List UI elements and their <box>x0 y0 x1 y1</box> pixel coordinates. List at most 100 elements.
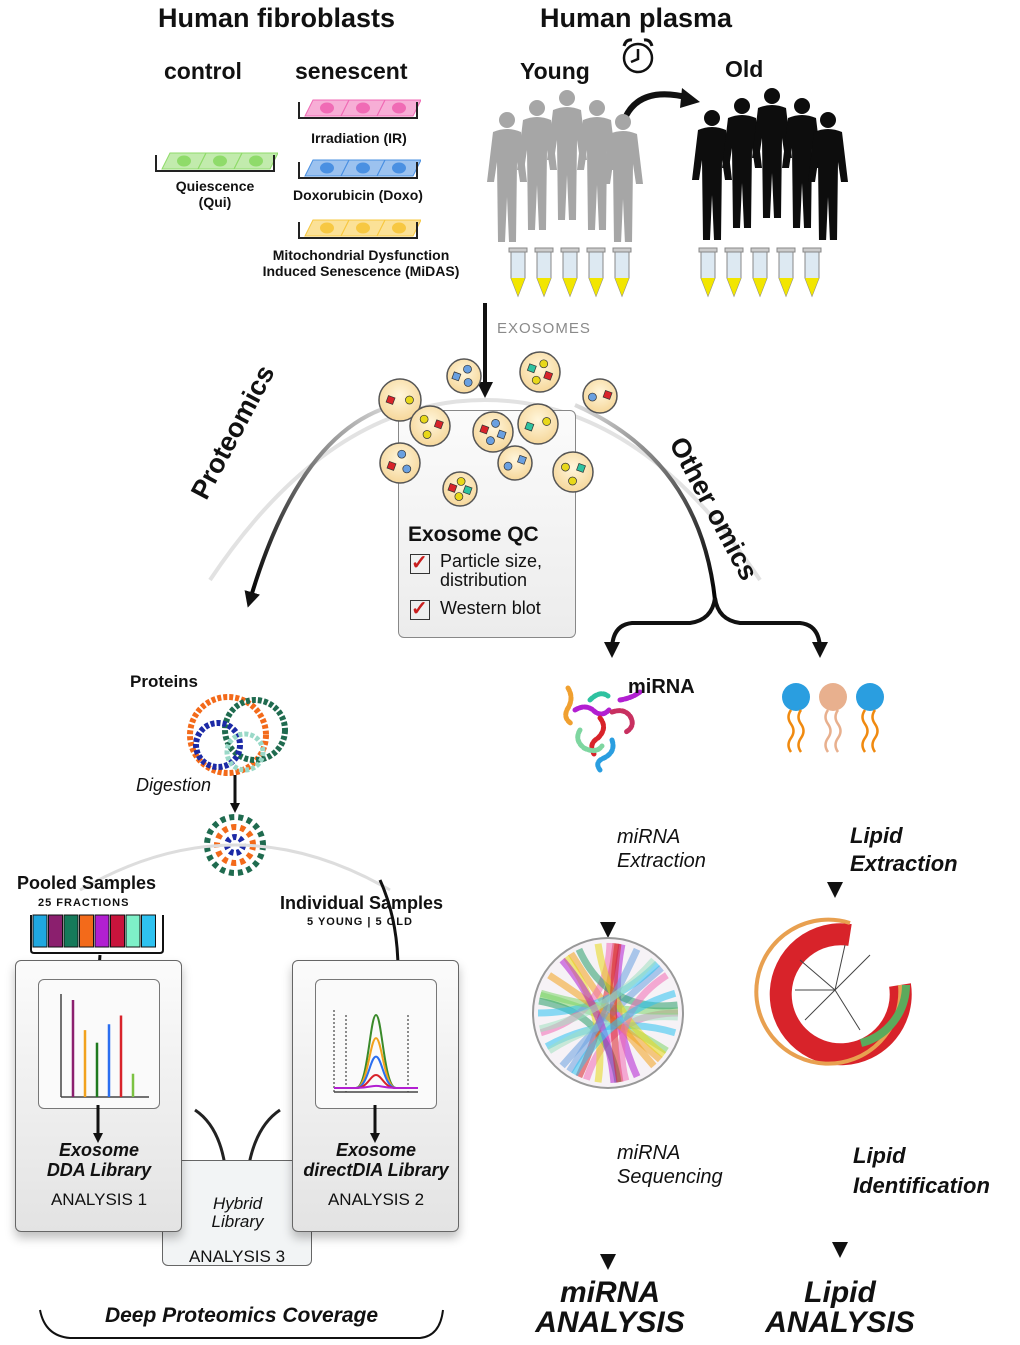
cargo-icon <box>531 375 541 385</box>
plasma-tube-icon <box>534 247 554 298</box>
chord-link <box>566 947 641 1074</box>
analysis-arrows <box>93 1105 380 1143</box>
chromatogram-peak <box>334 1084 418 1089</box>
person-silhouette-icon <box>782 98 822 228</box>
chromatogram-peak <box>334 1037 418 1089</box>
plasma-tube-icon <box>750 247 770 298</box>
lipid-icons <box>782 683 884 753</box>
exosome-particle-icon <box>517 403 559 445</box>
person-silhouette-icon <box>752 88 792 218</box>
control-label: control <box>164 58 242 84</box>
nucleus-icon <box>392 102 406 114</box>
culture-dish-icon <box>155 152 279 172</box>
nucleus-icon <box>356 102 370 114</box>
proteomics-arrow <box>244 403 396 608</box>
nucleus-icon <box>392 162 406 174</box>
individual-samples-title: Individual Samples <box>280 893 444 913</box>
cargo-icon <box>463 364 472 374</box>
cargo-icon <box>561 462 570 472</box>
dia-chromatogram-panel <box>315 979 437 1109</box>
fraction-tube-icon <box>141 914 156 948</box>
analysis-3-label: ANALYSIS 3 <box>188 1247 286 1266</box>
cargo-icon <box>568 476 577 486</box>
cargo-icon <box>447 482 458 493</box>
person-silhouette-icon <box>603 114 643 242</box>
fraction-tubes <box>30 914 164 954</box>
nucleus-icon <box>249 155 263 167</box>
person-silhouette-icon <box>547 90 587 220</box>
mirna-extraction-label: miRNA Extraction <box>617 826 706 872</box>
analysis-3-library: Hybrid Library <box>211 1194 264 1231</box>
exosome-particle-icon <box>442 471 478 507</box>
cargo-icon <box>419 414 429 424</box>
dish-midas <box>297 218 422 239</box>
person-silhouette-icon <box>692 110 732 240</box>
cargo-icon <box>385 395 396 405</box>
old-people-silhouettes <box>692 88 848 240</box>
cargo-icon <box>433 419 444 430</box>
lipid-head-icon <box>856 683 884 711</box>
nucleus-icon <box>320 162 334 174</box>
exosome-particle-icon <box>552 451 594 493</box>
quiescence-label: Quiescence (Qui) <box>175 178 255 210</box>
dish-outline <box>298 222 418 239</box>
nucleus-icon <box>177 155 191 167</box>
fraction-tube-icon <box>48 914 63 948</box>
analysis-3-box <box>162 1160 312 1266</box>
other-omics-arrow <box>574 403 717 601</box>
cargo-icon <box>602 389 613 400</box>
dish-quiescence <box>154 151 279 172</box>
omics-arc <box>208 397 762 582</box>
chromatogram-peak <box>334 1013 418 1089</box>
exosome-qc-title: Exosome QC <box>408 523 539 546</box>
nucleus-icon <box>356 222 370 234</box>
fraction-tube-icon <box>63 914 79 948</box>
proteins-icon <box>187 694 288 776</box>
plasma-tube-icon <box>508 247 528 298</box>
cargo-icon <box>463 378 473 387</box>
lipid-tail-icon <box>824 709 832 753</box>
cargo-icon <box>462 485 473 496</box>
culture-dish-icon <box>298 219 422 239</box>
mirna-sequencing-label: miRNA Sequencing <box>617 1142 723 1188</box>
analysis-1-label: ANALYSIS 1 <box>50 1190 148 1209</box>
dish-outline <box>298 162 418 179</box>
exosome-particle-icon <box>472 411 514 453</box>
chord-link <box>618 972 669 1082</box>
old-plasma-tubes <box>698 247 822 298</box>
analysis-2-library: Exosome directDIA Library <box>303 1140 449 1180</box>
plasma-tube-icon <box>612 247 632 298</box>
plasma-tube-icon <box>776 247 796 298</box>
nucleus-icon <box>320 102 334 114</box>
chord-link <box>594 943 667 1058</box>
split-right <box>713 597 828 658</box>
dish-doxorubicin <box>297 158 422 179</box>
cargo-icon <box>402 464 412 474</box>
nucleus-icon <box>213 155 227 167</box>
person-silhouette-icon <box>487 112 527 242</box>
time-arrow-icon <box>622 88 700 120</box>
lipid-tail-icon <box>787 709 795 753</box>
young-plasma-tubes <box>508 247 632 298</box>
dish-irradiation <box>297 98 422 119</box>
plasma-tube-icon <box>724 247 744 298</box>
plasma-tube-icon <box>698 247 718 298</box>
person-silhouette-icon <box>808 112 848 240</box>
exosomes-label: EXOSOMES <box>497 320 591 337</box>
dia-peak-chromatogram <box>333 1010 418 1093</box>
young-label: Young <box>520 58 590 84</box>
checkbox-checked-icon: ✓ <box>410 553 430 574</box>
individual-samples-subtitle: 5 YOUNG | 5 OLD <box>307 916 413 928</box>
cargo-icon <box>405 395 414 405</box>
mirna-analysis-result: miRNA ANALYSIS <box>535 1276 685 1339</box>
chord-link <box>539 957 657 1033</box>
cargo-icon <box>397 449 407 459</box>
nucleus-icon <box>320 222 334 234</box>
lipid-tail-icon <box>797 709 805 753</box>
fraction-tube-icon <box>32 914 48 948</box>
cargo-icon <box>576 462 586 473</box>
chord-link <box>559 957 618 1084</box>
chord-link <box>609 943 624 1083</box>
old-label: Old <box>725 56 764 82</box>
